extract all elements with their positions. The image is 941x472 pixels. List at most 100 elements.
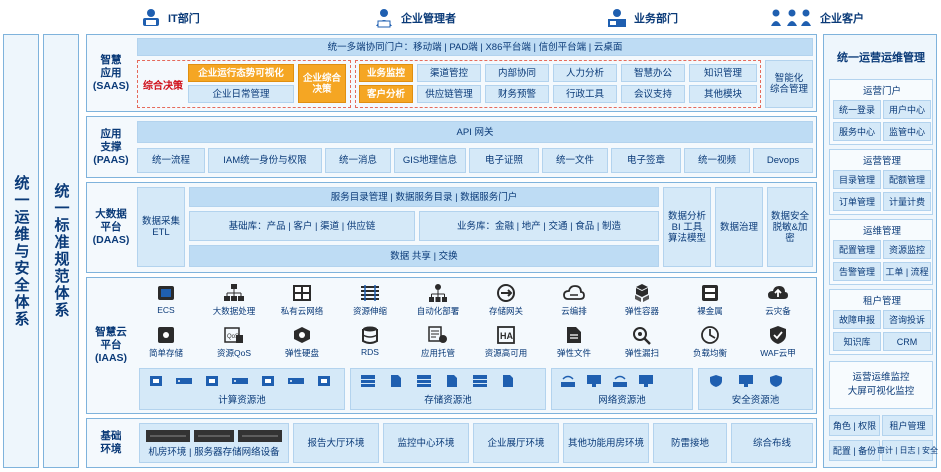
biz-item: 智慧办公: [621, 64, 685, 82]
standards-label: 统一标准规范体系: [52, 183, 70, 319]
paas-item: 电子签章: [611, 148, 681, 173]
wifi-router-icon: [613, 375, 627, 387]
load-balance-icon: [701, 326, 719, 344]
top-user-label: IT部门: [168, 13, 200, 25]
business-monitor: 业务监控: [359, 64, 413, 82]
business-box: [355, 60, 761, 108]
infra-item: 报告大厅环境: [293, 423, 379, 463]
iaas-service: 负载均衡: [679, 325, 741, 361]
elastic-file-icon: [567, 327, 581, 343]
document-storage-icon: [391, 375, 401, 387]
qos-icon: QoS: [224, 327, 243, 343]
iaas-service: 简单存储: [135, 325, 197, 361]
ops-monitor: 运营运维监控 大屏可视化监控: [829, 361, 933, 409]
infra-item: 其他功能用房环境: [563, 423, 649, 463]
ops-security-label: 统一运维与安全体系: [12, 174, 30, 328]
document-storage-icon: [503, 375, 513, 387]
wifi-router-icon: [561, 375, 575, 387]
business-library: 业务库：金融 | 地产 | 交通 | 食品 | 制造: [419, 211, 659, 241]
daily-management: 企业日常管理: [188, 85, 294, 103]
rp-bottom-cell: 角色 | 权限: [829, 415, 880, 436]
iaas-service: WAF云甲: [747, 325, 809, 361]
biz-item: 财务预警: [485, 85, 549, 103]
biz-item: 人力分析: [553, 64, 617, 82]
security-pool-label: 安全资源池: [731, 395, 780, 406]
server-icon: [232, 378, 248, 384]
rp-bottom-cell: 租户管理: [882, 415, 933, 436]
elastic-container-icon: [635, 284, 649, 302]
infra-item: 防雷接地: [653, 423, 727, 463]
rp-group: 运营门户 统一登录 用户中心 服务中心 监管中心: [829, 79, 933, 145]
iaas-service: 弹性文件: [543, 325, 605, 361]
infra-label: 基础 环境: [100, 430, 122, 455]
paas-layer: 应用 支撑 (PAAS) API 网关 统一流程 IAM统一身份与权限 统一消息…: [86, 116, 817, 178]
top-user-label: 企业管理者: [401, 13, 456, 25]
decision-box: [137, 60, 351, 108]
compute-pool-label: 计算资源池: [218, 395, 266, 406]
machine-room-label: 机房环境 | 服务器存储网络设备: [148, 447, 280, 458]
top-user-label: 企业客户: [820, 13, 864, 25]
iaas-service: 云编排: [543, 283, 605, 319]
daas-label: 大数据 平台 (DAAS): [92, 208, 130, 246]
machine-room: 机房环境 | 服务器存储网络设备: [139, 423, 289, 463]
private-network-icon: [293, 285, 311, 301]
svg-text:QoS: QoS: [227, 334, 239, 340]
enterprise-visualization: 企业运行态势可视化: [188, 64, 294, 82]
storage-gateway-icon: [497, 284, 515, 302]
compute-pool: 计算资源池: [139, 368, 345, 410]
iaas-service: 弹性漏扫: [611, 325, 673, 361]
business-dept-icon: [608, 9, 626, 27]
comprehensive-decision: 企业综合决策: [298, 64, 346, 103]
shield-icon: [710, 375, 722, 387]
iaas-label: 智慧云 平台 (IAAS): [94, 326, 128, 364]
monitor-icon: [587, 375, 601, 387]
compute-pool-icons: [147, 374, 333, 388]
it-staff-icon: [143, 9, 159, 26]
network-pool: 网络资源池: [551, 368, 693, 410]
top-user-business: 业务部门: [606, 8, 678, 28]
customer-group-icon: [771, 9, 811, 26]
iaas-service: 存储网关: [475, 283, 537, 319]
rp-group: 运营管理 目录管理 配额管理 订单管理 计量计费: [829, 149, 933, 215]
auto-deploy-icon: [429, 284, 447, 302]
iaas-service: HA 资源高可用: [475, 325, 537, 361]
iaas-service: 自动化部署: [407, 283, 469, 319]
unified-portal: 统一多端协同门户：移动端 | PAD端 | X86平台端 | 信创平台端 | 云…: [137, 38, 813, 56]
monitor-icon: [639, 375, 653, 387]
big-data-icon: [224, 284, 244, 301]
iaas-service: 裸金属: [679, 283, 741, 319]
biz-item: 知识管理: [689, 64, 757, 82]
base-library: 基础库：产品 | 客户 | 渠道 | 供应链: [189, 211, 415, 241]
server-rack-icon: [146, 430, 282, 442]
iaas-service: RDS: [339, 325, 401, 361]
server-icon: [288, 378, 304, 384]
storage-rack-icon: [473, 375, 487, 387]
rds-icon: [362, 326, 378, 344]
data-analysis: 数据分析 BI 工具 算法模型: [663, 187, 711, 267]
cloud-orchestration-icon: [563, 285, 585, 300]
storage-pool-label: 存储资源池: [424, 395, 472, 406]
top-user-label: 业务部门: [634, 13, 678, 25]
infra-item: 监控中心环境: [383, 423, 469, 463]
customer-analysis: 客户分析: [359, 85, 413, 103]
paas-item: GIS地理信息: [394, 148, 466, 173]
data-collect-etl: 数据采集 ETL: [137, 187, 185, 267]
rp-group: 运维管理 配置管理 资源监控 告警管理 工单 | 流程: [829, 219, 933, 285]
svg-text:HA: HA: [500, 331, 513, 341]
ops-management-panel: 统一运营运维管理 运营门户 统一登录 用户中心 服务中心 监管中心 运营管理 目…: [823, 34, 938, 468]
network-pool-icons: [559, 374, 655, 388]
saas-layer: 智慧 应用 (SAAS) 统一多端协同门户：移动端 | PAD端 | X86平台…: [86, 34, 817, 112]
iaas-service: 云灾备: [747, 283, 809, 319]
biz-item: 其他模块: [689, 85, 757, 103]
vulnerability-scan-icon: [633, 327, 651, 345]
security-pool-icons: [707, 374, 785, 388]
top-user-customer: 企业客户: [770, 8, 864, 28]
daas-layer: 大数据 平台 (DAAS) 数据采集 ETL 服务目录管理 | 数据服务目录 |…: [86, 182, 817, 273]
ops-panel-title: 统一运营运维管理: [837, 52, 925, 64]
standards-system: 统一标准规范体系: [43, 34, 79, 468]
ecs-icon: [158, 286, 174, 300]
paas-item: IAM统一身份与权限: [208, 148, 322, 173]
paas-item: 统一消息: [325, 148, 391, 173]
monitor-icon: [739, 375, 753, 387]
iaas-service: ECS: [135, 283, 197, 319]
